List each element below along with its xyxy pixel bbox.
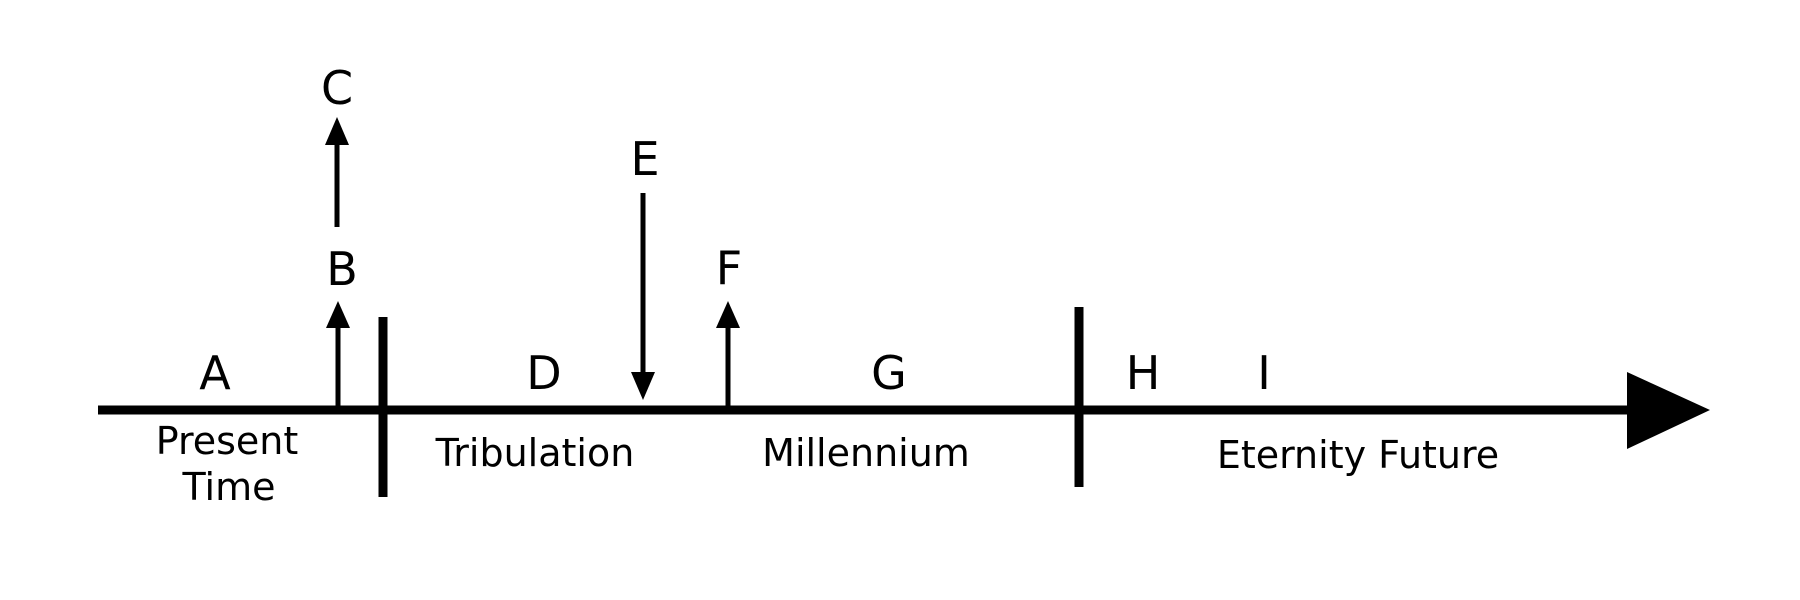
arrow-b-head xyxy=(326,301,350,328)
label-c: C xyxy=(321,61,353,115)
era-present-time-line1: Present xyxy=(156,419,299,463)
era-tribulation: Tribulation xyxy=(435,431,635,475)
arrow-f-head xyxy=(716,301,740,328)
era-eternity-future: Eternity Future xyxy=(1217,433,1499,477)
label-h: H xyxy=(1126,346,1161,400)
label-i: I xyxy=(1257,346,1271,400)
era-millennium: Millennium xyxy=(762,431,970,475)
label-f: F xyxy=(716,241,742,295)
label-e: E xyxy=(630,132,659,186)
label-b: B xyxy=(326,242,358,296)
label-a: A xyxy=(199,346,231,400)
arrow-c-head xyxy=(325,117,349,145)
label-d: D xyxy=(526,346,561,400)
era-present-time-line2: Time xyxy=(182,465,276,509)
arrow-e-head xyxy=(631,372,655,400)
timeline-arrowhead xyxy=(1627,372,1710,449)
label-g: G xyxy=(871,346,907,400)
